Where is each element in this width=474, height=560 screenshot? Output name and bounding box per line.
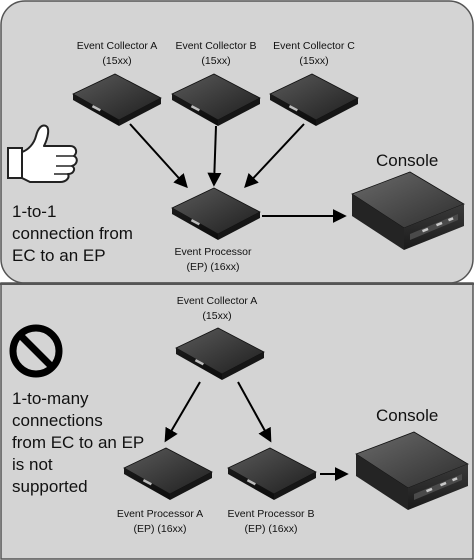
bottom-caption-line-3: from EC to an EP [12, 433, 145, 452]
top-caption-line-3: EC to an EP [12, 246, 106, 265]
bottom-caption: 1-to-many connections from EC to an EP i… [12, 388, 144, 498]
arrow-collector-c-to-processor [244, 123, 305, 189]
bottom-caption-line-4: is not [12, 455, 53, 474]
bottom-panel [0, 282, 474, 560]
processor-b-name: Event Processor B [227, 508, 315, 520]
collector-c-label: Event Collector C (15xx) [264, 39, 364, 69]
processor-port: (EP) (16xx) [186, 261, 240, 273]
top-caption: 1-to-1 connection from EC to an EP [12, 201, 133, 267]
processor-a-port: (EP) (16xx) [133, 523, 187, 535]
collector-c-port: (15xx) [299, 55, 329, 67]
arrow-collector-to-processor-a [164, 381, 201, 443]
processor-a-label: Event Processor A (EP) (16xx) [105, 507, 215, 537]
top-caption-line-1: 1-to-1 [12, 202, 57, 221]
collector-a-label: Event Collector A (15xx) [67, 39, 167, 69]
processor-a-name: Event Processor A [116, 508, 204, 520]
bottom-caption-line-5: supported [12, 477, 88, 496]
bottom-console-label: Console [376, 406, 439, 425]
collector-a-name: Event Collector A [76, 40, 158, 52]
top-caption-line-2: connection from [12, 224, 133, 243]
processor-b-label: Event Processor B (EP) (16xx) [216, 507, 326, 537]
processor-name: Event Processor [174, 246, 252, 258]
collector-b-label: Event Collector B (15xx) [166, 39, 266, 69]
collector-b-port: (15xx) [201, 55, 231, 67]
collector-a-port: (15xx) [102, 55, 132, 67]
collector-b-name: Event Collector B [175, 40, 257, 52]
bottom-caption-line-1: 1-to-many [12, 389, 89, 408]
collector-c-name: Event Collector C [273, 40, 355, 52]
thumbs-up-icon [7, 124, 78, 183]
prohibited-icon [9, 324, 63, 378]
bottom-caption-line-2: connections [12, 411, 103, 430]
arrow-collector-to-processor-b [237, 381, 272, 443]
processor-label: Event Processor (EP) (16xx) [163, 245, 263, 275]
arrow-collector-a-to-processor [129, 123, 188, 189]
console-label: Console [376, 151, 439, 170]
bottom-collector-name: Event Collector A [176, 295, 258, 307]
bottom-collector-port: (15xx) [202, 310, 232, 322]
arrow-collector-b-to-processor [207, 125, 222, 187]
processor-b-port: (EP) (16xx) [244, 523, 298, 535]
bottom-collector-label: Event Collector A (15xx) [167, 294, 267, 324]
